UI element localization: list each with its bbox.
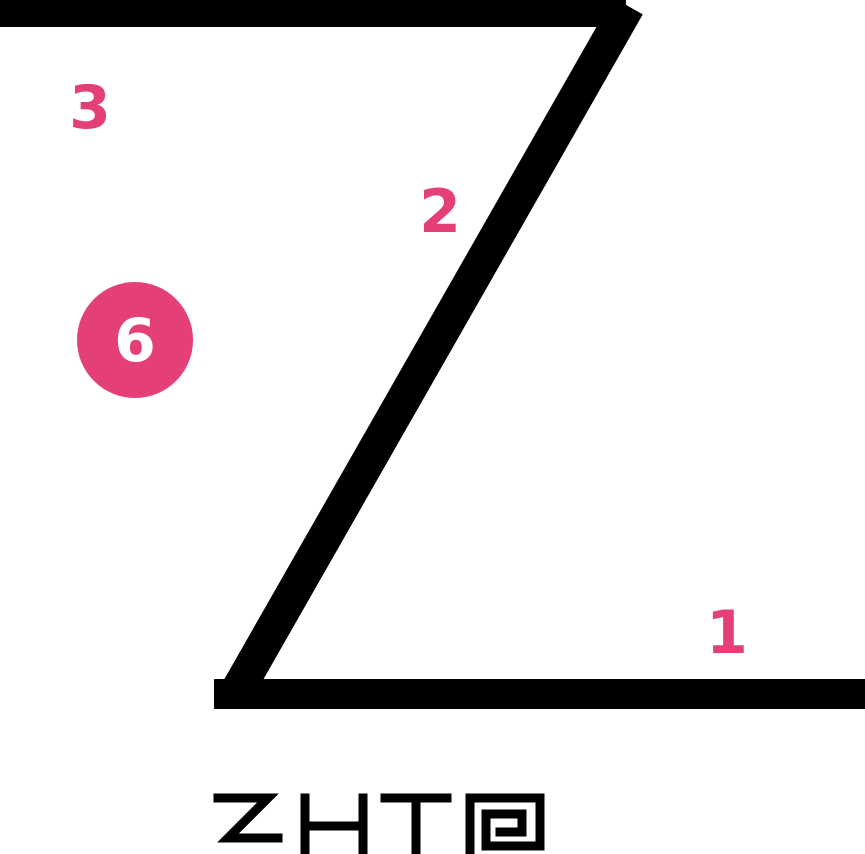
angle-label-3: 3 [69,73,111,143]
angle-label-2: 2 [419,177,461,247]
number-badge-circle [77,282,193,398]
logo-watermark [213,793,545,854]
angle-label-1: 1 [706,598,748,668]
number-badge: 6 [77,282,193,398]
number-badge-text: 6 [114,306,156,376]
diagonal-transversal [221,0,643,702]
